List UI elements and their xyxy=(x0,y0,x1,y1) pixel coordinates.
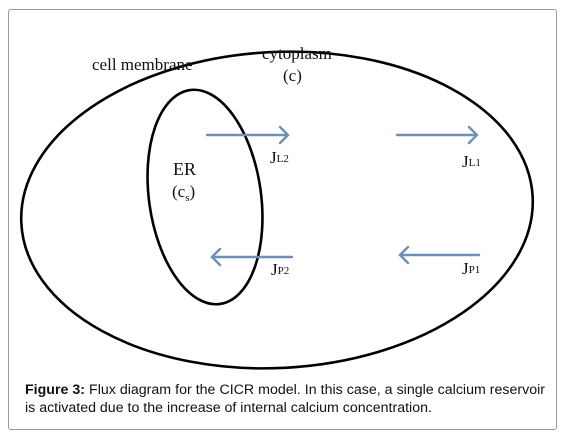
caption-text: Flux diagram for the CICR model. In this… xyxy=(25,382,545,416)
er-symbol-open: (c xyxy=(172,182,186,201)
figure-caption: Figure 3: Flux diagram for the CICR mode… xyxy=(25,381,545,417)
arrow-jp1 xyxy=(398,245,481,265)
label-jp1: JP1 xyxy=(462,259,480,278)
arrow-jl2 xyxy=(205,125,290,145)
er-outline xyxy=(146,88,264,306)
label-cell-membrane: cell membrane xyxy=(92,55,193,74)
label-jp2: JP2 xyxy=(271,260,289,279)
label-er-symbol: (cs) xyxy=(172,182,195,204)
label-jl1: JL1 xyxy=(462,152,481,171)
label-cytoplasm: cytoplasm xyxy=(262,44,332,63)
er-symbol-close: ) xyxy=(190,182,196,201)
arrow-jp2 xyxy=(210,247,294,267)
caption-label: Figure 3: xyxy=(25,382,85,398)
arrow-jl1 xyxy=(395,125,479,145)
figure-frame xyxy=(8,9,557,430)
cell-membrane-outline xyxy=(19,50,535,370)
label-cytoplasm-symbol: (c) xyxy=(283,66,302,85)
er-symbol-sub: s xyxy=(185,192,189,204)
label-jl2: JL2 xyxy=(270,148,289,167)
label-er: ER xyxy=(173,159,196,179)
